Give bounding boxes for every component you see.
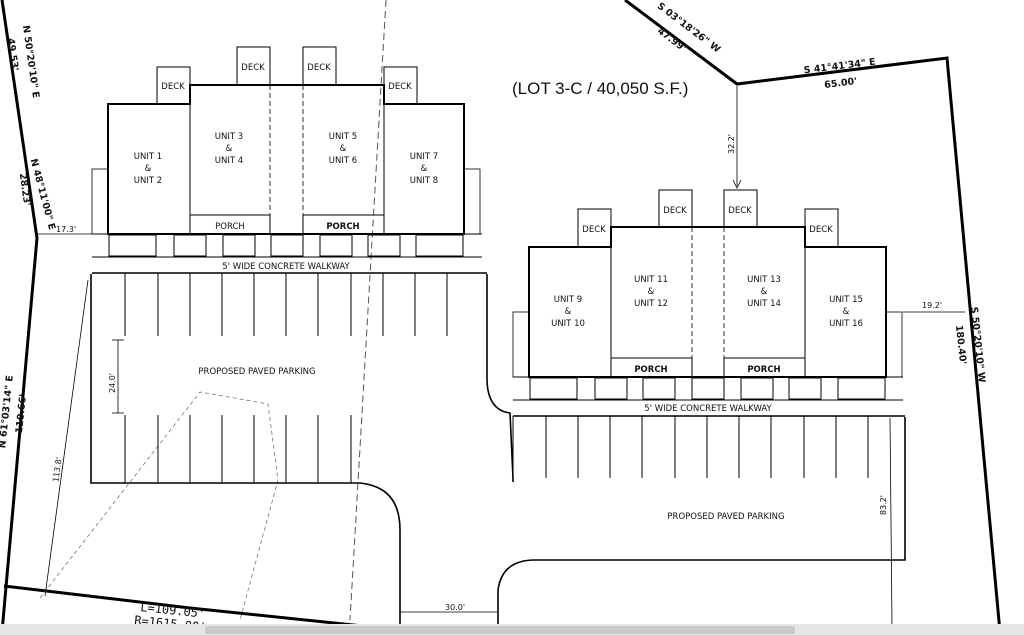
bearing-label: S 41°41'34" E — [803, 57, 876, 77]
deck-label: DECK — [663, 206, 687, 216]
bearing-label: 110.66' — [14, 393, 29, 434]
unit-label: UNIT 16 — [829, 319, 863, 329]
unit-label: & — [565, 307, 572, 317]
unit-label: UNIT 2 — [134, 176, 162, 186]
unit-label: UNIT 12 — [634, 299, 668, 309]
lot-label: (LOT 3-C / 40,050 S.F.) — [512, 79, 688, 98]
dim-label: 32.2' — [727, 134, 736, 154]
unit-label: UNIT 10 — [551, 319, 585, 329]
deck-label: DECK — [307, 63, 331, 73]
deck-label: DECK — [241, 63, 265, 73]
porch-label: PORCH — [747, 365, 780, 375]
curve-length-label: L=109.05' — [140, 600, 206, 621]
unit-label: & — [843, 307, 850, 317]
dim-label: 30.0' — [445, 603, 465, 612]
deck-label: DECK — [388, 82, 412, 92]
scrollbar-thumb[interactable] — [205, 626, 795, 634]
deck-label: DECK — [809, 225, 833, 235]
unit-label: UNIT 1 — [134, 152, 162, 162]
property-boundary — [0, 0, 1002, 634]
right-unit-labels: UNIT 9 & UNIT 10 UNIT 11 & UNIT 12 UNIT … — [551, 275, 863, 329]
unit-label: UNIT 15 — [829, 295, 863, 305]
unit-label: & — [145, 164, 152, 174]
porch-label: PORCH — [215, 222, 245, 232]
deck-label: DECK — [728, 206, 752, 216]
dim-label: 113.8' — [51, 457, 63, 483]
right-parking-stripes — [512, 416, 869, 478]
right-deck-labels: DECK DECK DECK DECK — [582, 206, 833, 235]
unit-label: UNIT 11 — [634, 275, 668, 285]
bearing-label: 49.53' — [5, 38, 20, 72]
deck-label: DECK — [161, 82, 185, 92]
parking-label: PROPOSED PAVED PARKING — [667, 512, 784, 522]
porch-label: PORCH — [326, 222, 359, 232]
unit-label: & — [648, 287, 655, 297]
pavement-edges — [90, 274, 906, 625]
left-building — [91, 46, 487, 274]
dim-label: 83.2' — [879, 495, 888, 515]
unit-label: UNIT 7 — [410, 152, 438, 162]
dashed-area — [39, 391, 279, 621]
walkway-label: 5' WIDE CONCRETE WALKWAY — [222, 262, 350, 272]
porch-label: PORCH — [634, 365, 667, 375]
left-unit-labels: UNIT 1 & UNIT 2 UNIT 3 & UNIT 4 UNIT 5 &… — [134, 132, 438, 186]
unit-label: UNIT 13 — [747, 275, 781, 285]
left-parking-stripes — [124, 273, 448, 483]
bearing-label: 28.23' — [17, 173, 32, 207]
unit-label: UNIT 3 — [215, 132, 243, 142]
unit-label: UNIT 14 — [747, 299, 781, 309]
easement-line — [349, 0, 387, 621]
unit-label: UNIT 4 — [215, 156, 243, 166]
unit-label: UNIT 5 — [329, 132, 357, 142]
bearing-label: S 50°20'10" W — [968, 306, 987, 383]
dim-label: 17.3' — [56, 225, 76, 234]
parking-label: PROPOSED PAVED PARKING — [198, 367, 315, 377]
walkway-label: 5' WIDE CONCRETE WALKWAY — [644, 404, 772, 414]
unit-label: & — [226, 144, 233, 154]
dim-label: 24.0' — [108, 373, 117, 393]
bearing-label: 180.40' — [953, 324, 968, 365]
bearing-label: N 61°03'14" E — [0, 375, 16, 449]
bearing-label: 65.00' — [824, 76, 858, 91]
dim-label: 19.2' — [922, 301, 942, 310]
unit-label: & — [340, 144, 347, 154]
unit-label: & — [761, 287, 768, 297]
right-building — [512, 189, 905, 417]
unit-label: UNIT 6 — [329, 156, 357, 166]
dimension-lines — [37, 86, 965, 626]
bearing-label: N 50°20'10" E — [20, 25, 41, 99]
unit-label: UNIT 9 — [554, 295, 582, 305]
deck-label: DECK — [582, 225, 606, 235]
left-deck-labels: DECK DECK DECK DECK — [161, 63, 412, 92]
unit-label: & — [421, 164, 428, 174]
unit-label: UNIT 8 — [410, 176, 438, 186]
